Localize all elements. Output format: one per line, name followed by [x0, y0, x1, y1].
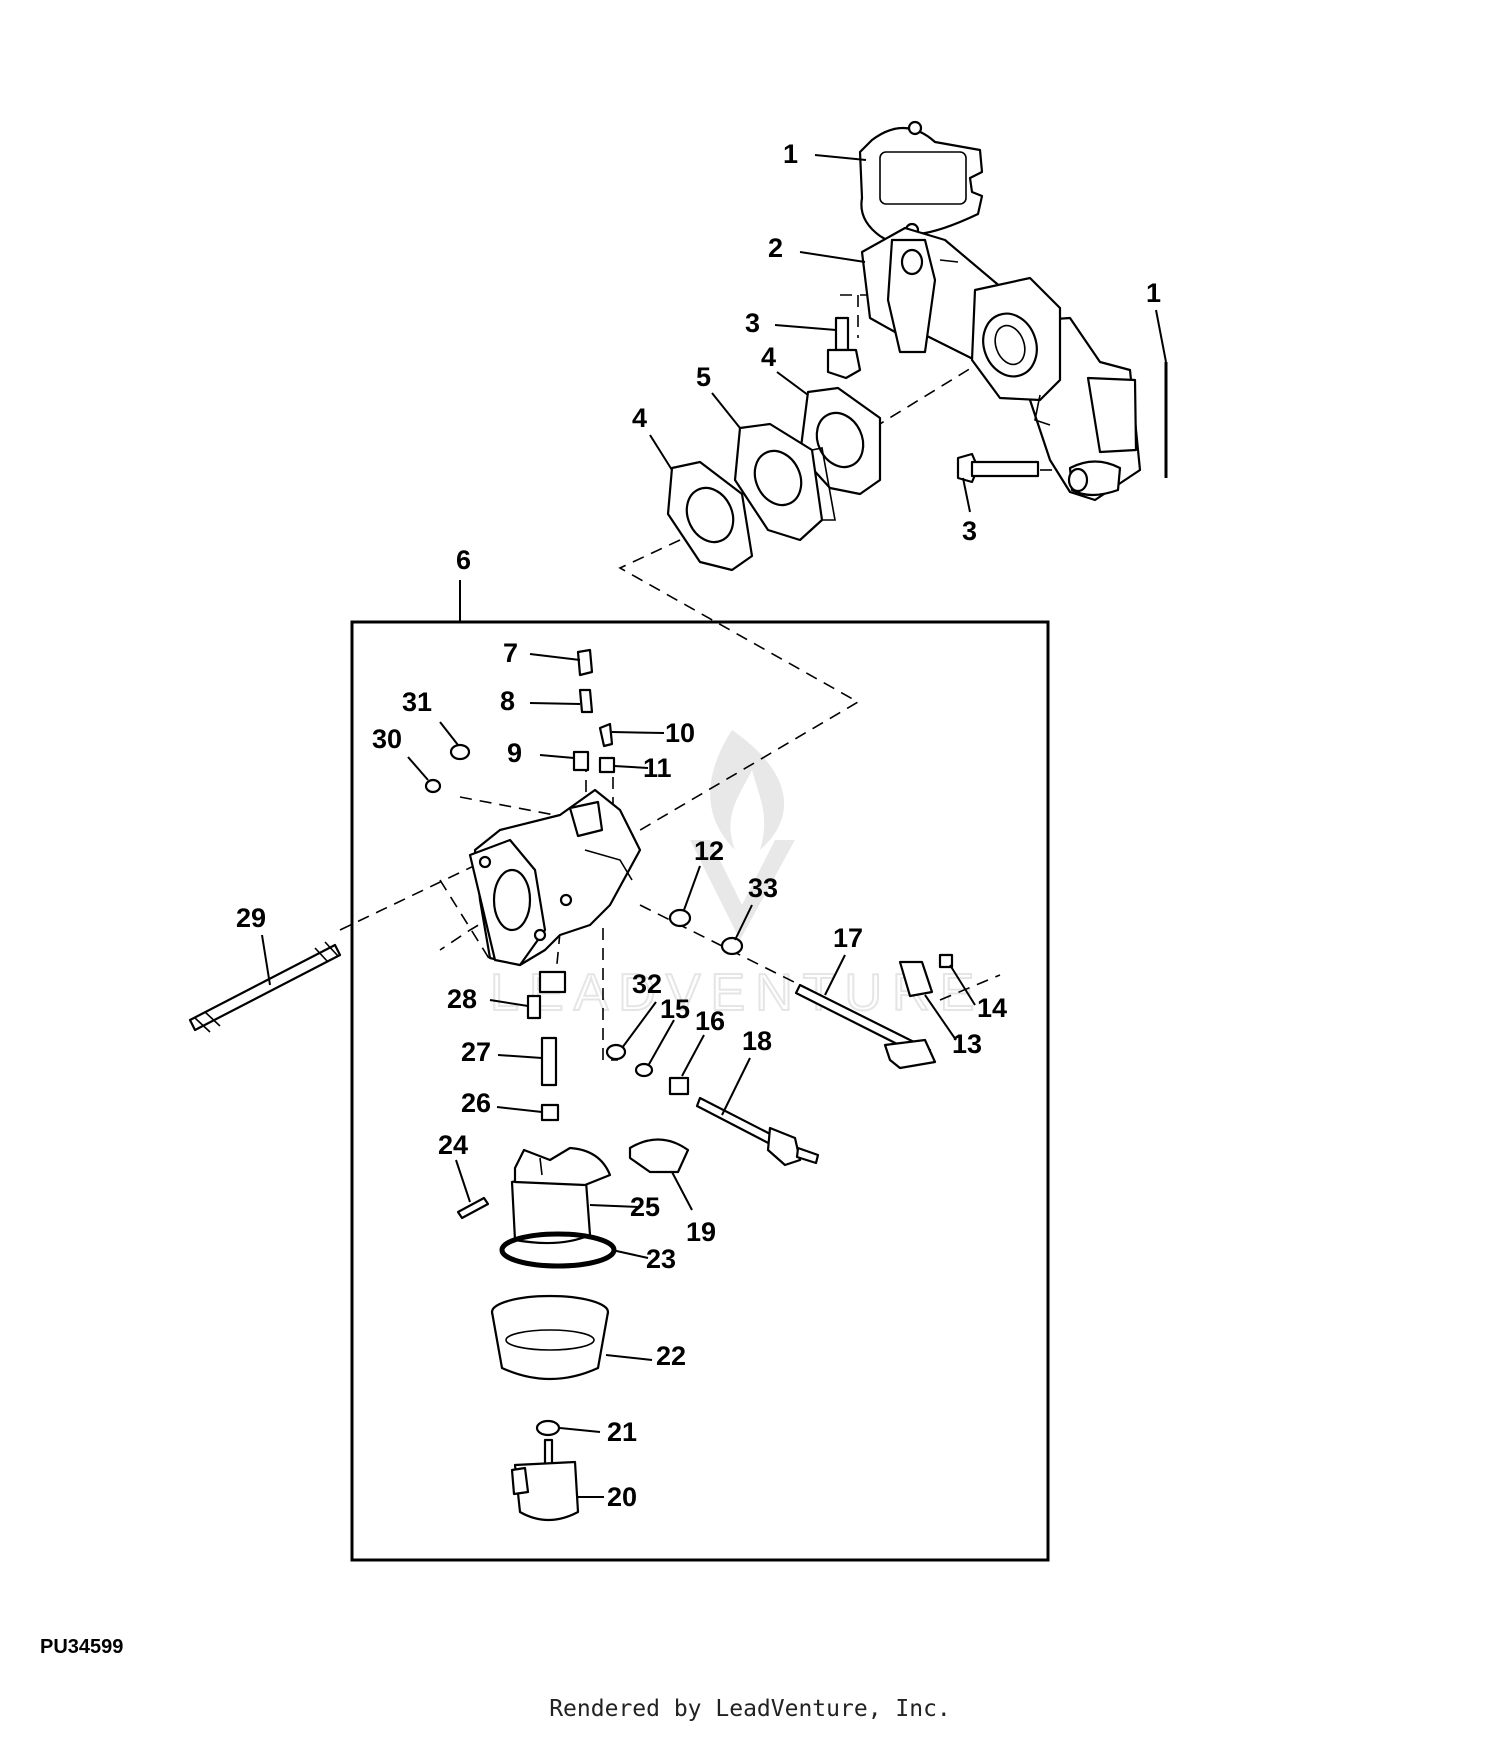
callout-2: 2 — [768, 233, 783, 263]
part-solenoid-20 — [510, 1438, 580, 1522]
part-intake-manifold — [860, 226, 1142, 502]
svg-text:LEADVENTURE: LEADVENTURE — [490, 964, 984, 1022]
callout-21: 21 — [607, 1417, 637, 1447]
callout-20: 20 — [607, 1482, 637, 1512]
render-credit: Rendered by LeadVenture, Inc. — [549, 1696, 951, 1722]
callout-3-lower: 3 — [962, 516, 977, 546]
part-32 — [605, 1043, 627, 1061]
part-float-25 — [510, 1146, 612, 1245]
callout-3-upper: 3 — [745, 308, 760, 338]
callout-24: 24 — [438, 1130, 468, 1160]
part-33 — [720, 936, 744, 956]
part-carburetor-body — [468, 788, 642, 994]
part-washer-21 — [535, 1419, 561, 1437]
part-11 — [598, 756, 616, 774]
part-26 — [540, 1103, 560, 1122]
part-31 — [449, 743, 471, 761]
part-gasket-4-left — [666, 460, 754, 572]
callout-5: 5 — [696, 362, 711, 392]
part-gasket-4-right — [798, 386, 882, 496]
part-bolt-upper — [826, 316, 862, 380]
callout-31: 31 — [402, 687, 432, 717]
part-choke-shaft-18 — [695, 1096, 820, 1167]
leader-lines — [261, 154, 1167, 1498]
callout-28: 28 — [447, 984, 477, 1014]
part-12 — [668, 908, 692, 928]
callout-13: 13 — [952, 1029, 982, 1059]
callout-4-right: 4 — [761, 342, 776, 372]
callout-30: 30 — [372, 724, 402, 754]
part-choke-plate-19 — [628, 1138, 690, 1174]
callout-22: 22 — [656, 1341, 686, 1371]
callout-7: 7 — [503, 638, 518, 668]
part-15 — [634, 1062, 654, 1078]
part-pin-24 — [456, 1196, 490, 1220]
assembly-lines — [339, 294, 1060, 1061]
figure-id: PU34599 — [40, 1636, 124, 1658]
part-spacer-5 — [733, 422, 836, 542]
callout-23: 23 — [646, 1244, 676, 1274]
callout-26: 26 — [461, 1088, 491, 1118]
part-27 — [540, 1036, 558, 1087]
part-throttle-shaft-17 — [794, 983, 937, 1070]
callout-27: 27 — [461, 1037, 491, 1067]
callout-14: 14 — [977, 993, 1007, 1023]
callout-25: 25 — [630, 1192, 660, 1222]
callout-1-manifold: 1 — [1146, 278, 1161, 308]
callout-labels: 1 2 1 3 4 5 4 3 6 7 8 31 10 30 9 11 12 3… — [236, 139, 1161, 1512]
part-7 — [576, 648, 594, 677]
part-10 — [598, 722, 614, 748]
part-stud-29 — [188, 941, 342, 1033]
callout-9: 9 — [507, 738, 522, 768]
callout-15: 15 — [660, 994, 690, 1024]
part-float-bowl-22 — [490, 1294, 610, 1381]
part-8 — [578, 688, 594, 714]
callout-12: 12 — [694, 836, 724, 866]
callout-10: 10 — [665, 718, 695, 748]
callout-33: 33 — [748, 873, 778, 903]
part-plate-13 — [898, 960, 934, 998]
watermark: LEADVENTURE — [489, 730, 984, 1023]
callout-19: 19 — [686, 1217, 716, 1247]
part-gasket-top — [858, 120, 984, 245]
part-spring-16 — [668, 1076, 690, 1096]
callout-16: 16 — [695, 1006, 725, 1036]
carburetor-assembly-frame — [350, 620, 1050, 1562]
callout-6: 6 — [456, 545, 471, 575]
part-28 — [526, 994, 542, 1020]
callout-17: 17 — [833, 923, 863, 953]
callout-1-gasket: 1 — [783, 139, 798, 169]
callout-11: 11 — [643, 753, 672, 783]
part-30 — [424, 778, 442, 794]
callout-4-left: 4 — [632, 403, 647, 433]
callout-29: 29 — [236, 903, 266, 933]
callout-8: 8 — [500, 686, 515, 716]
part-9 — [572, 750, 590, 772]
part-bolt-lower — [956, 452, 1040, 484]
callout-18: 18 — [742, 1026, 772, 1056]
callout-32: 32 — [632, 969, 662, 999]
